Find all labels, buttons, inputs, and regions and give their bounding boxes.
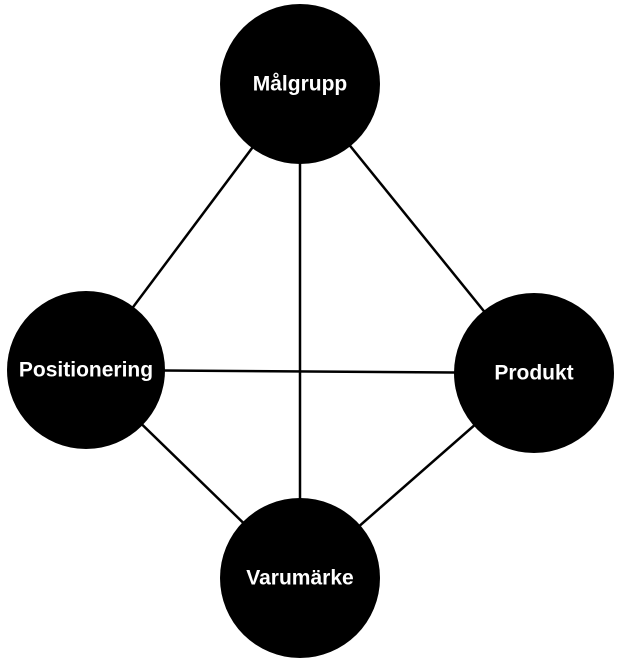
node-malgrupp: Målgrupp <box>220 4 380 164</box>
node-varumarke: Varumärke <box>220 498 380 658</box>
node-positionering: Positionering <box>7 291 165 449</box>
node-malgrupp-circle <box>220 4 380 164</box>
node-malgrupp-label: Målgrupp <box>253 73 348 96</box>
node-varumarke-label: Varumärke <box>246 567 353 590</box>
node-produkt-circle <box>454 293 614 453</box>
node-produkt-label: Produkt <box>494 362 573 385</box>
node-positionering-label: Positionering <box>19 359 153 382</box>
node-positionering-circle <box>7 291 165 449</box>
node-produkt: Produkt <box>454 293 614 453</box>
node-varumarke-circle <box>220 498 380 658</box>
